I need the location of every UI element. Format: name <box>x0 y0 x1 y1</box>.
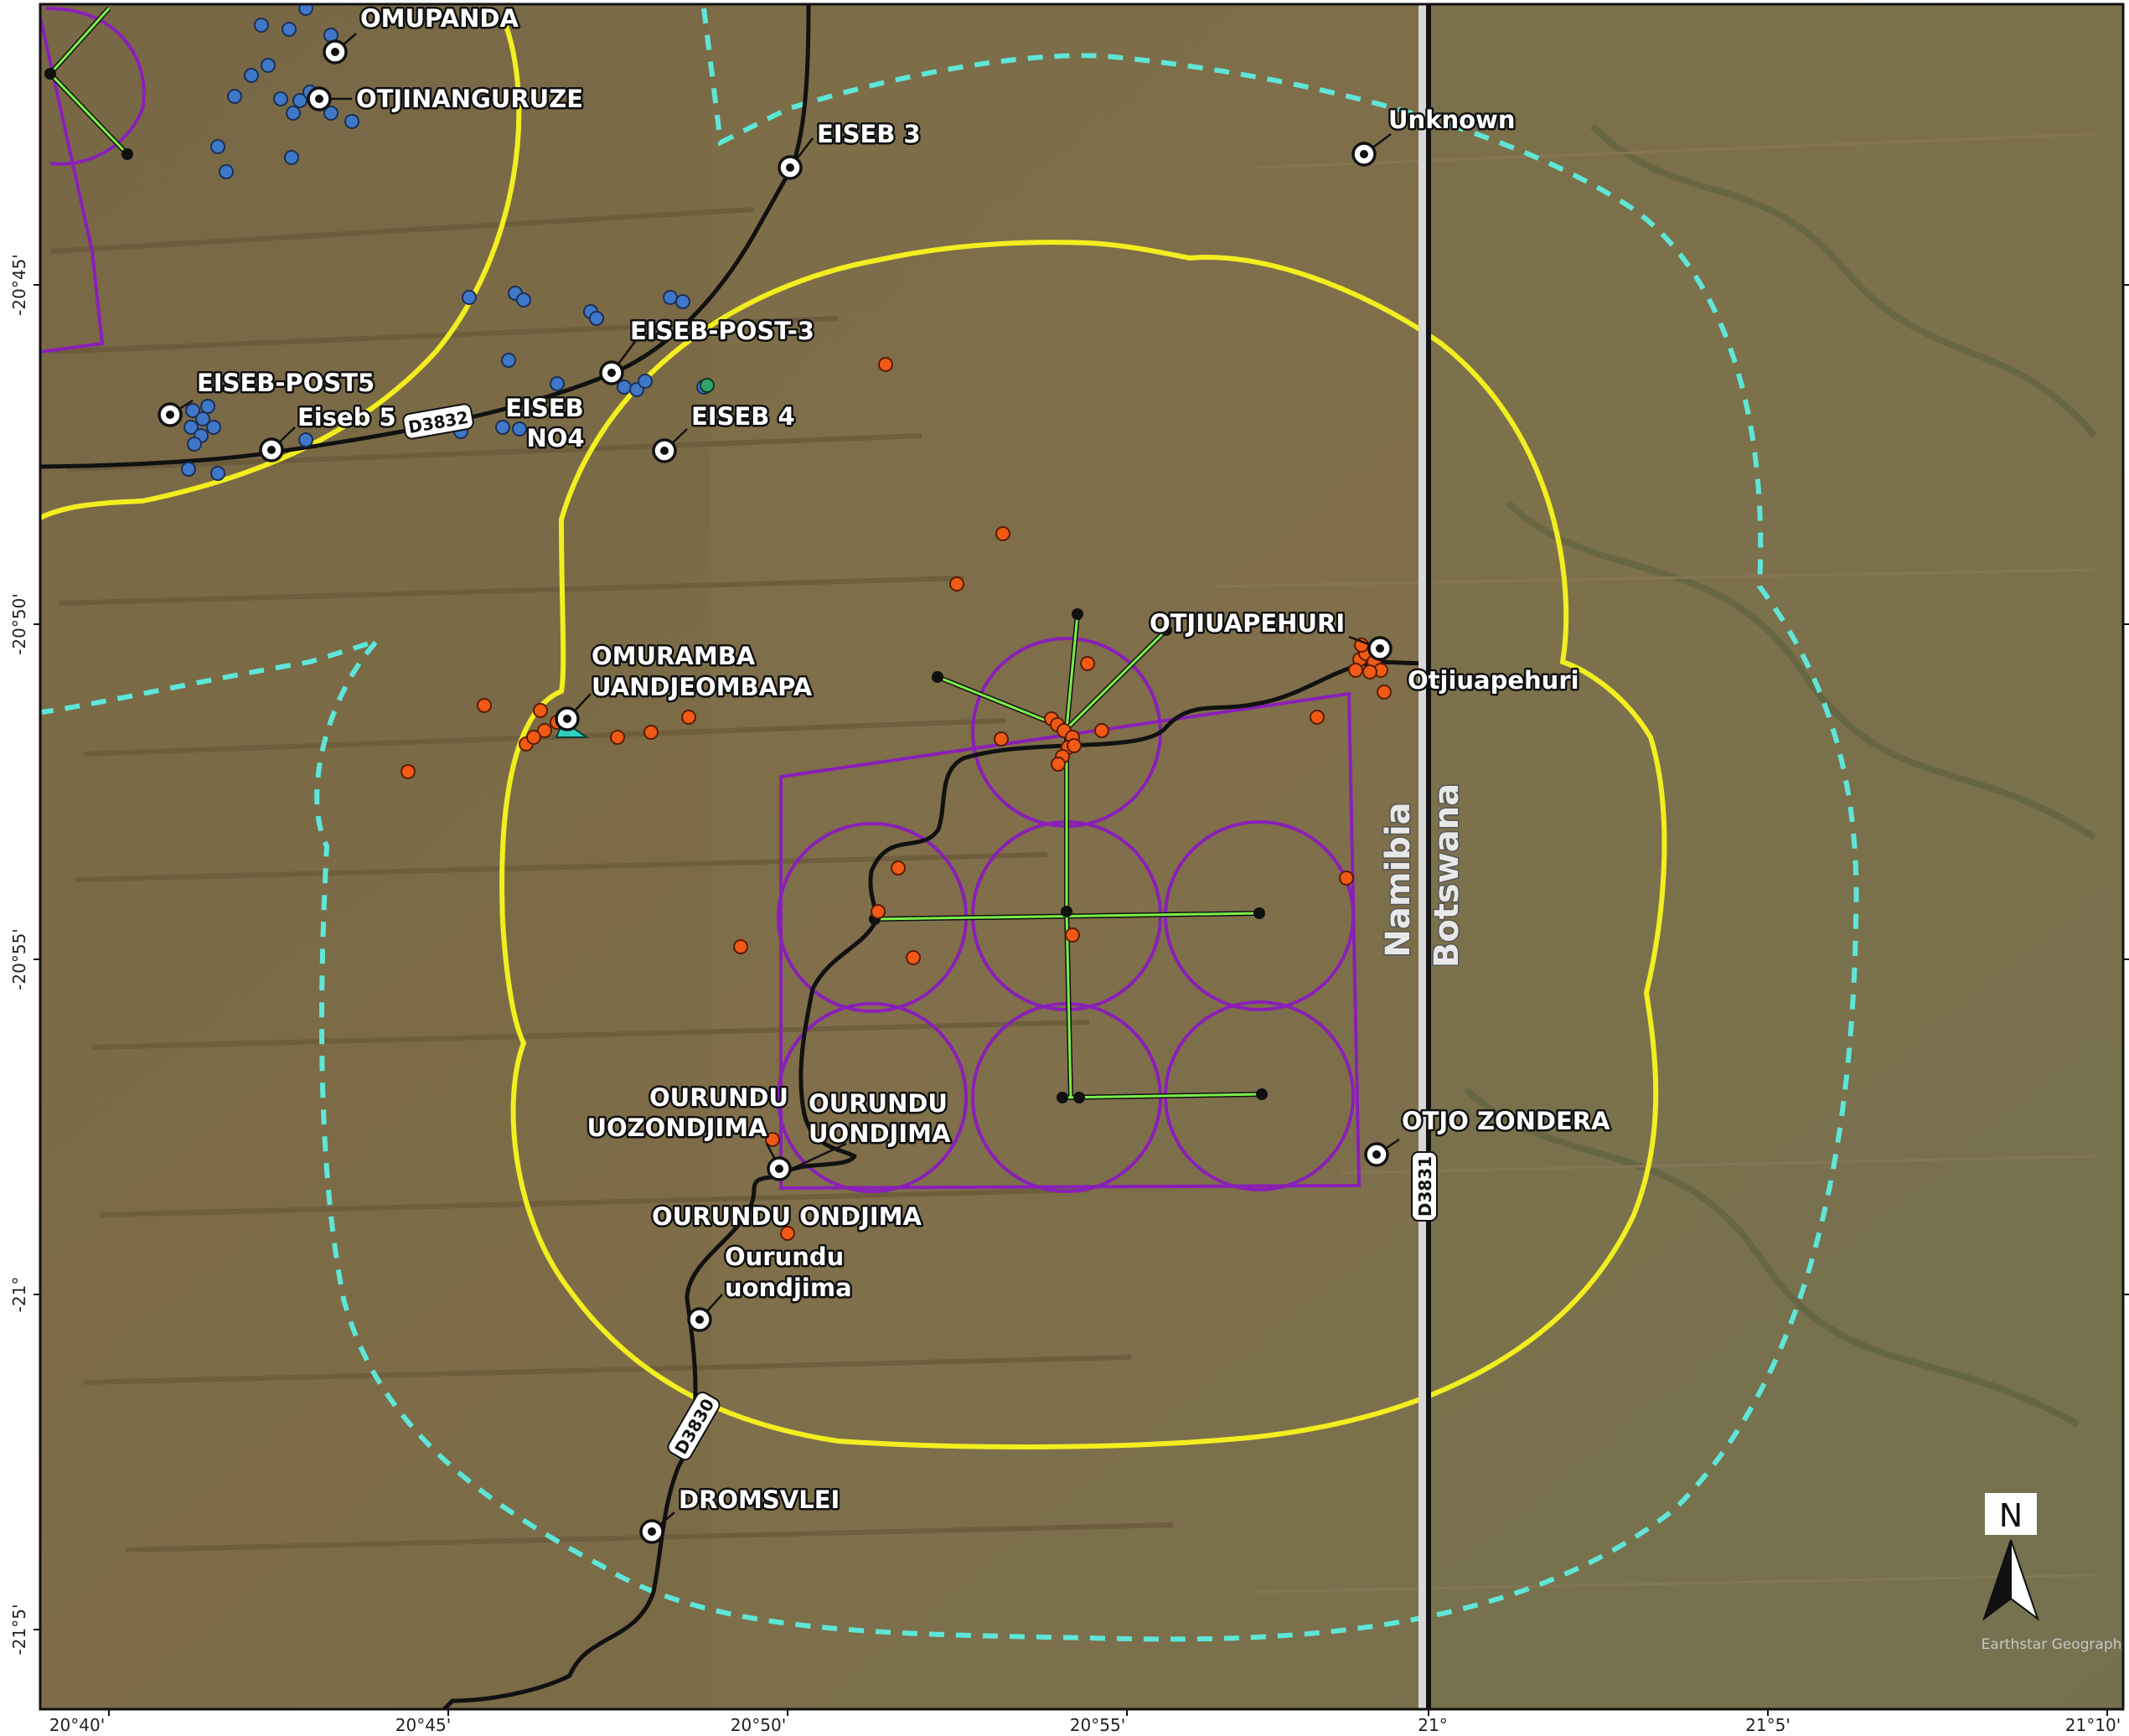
imagery-credit: Earthstar Geographics <box>1982 1636 2129 1653</box>
x-axis-labels: 20°40' 20°45' 20°50' 20°55' 21° 21°5' 21… <box>49 1715 2121 1735</box>
place-label-otjinanguruze: OTJINANGURUZE <box>356 85 583 113</box>
line-endpoints <box>44 68 1268 1103</box>
map-border <box>39 3 2125 1711</box>
x-tick-5: 21°5' <box>1745 1715 1791 1733</box>
green-point <box>700 378 715 393</box>
place-label-otjiuapehuri-upper: OTJIUAPEHURI <box>1150 609 1345 638</box>
place-label-eiseb-no4-line2: NO4 <box>526 424 584 452</box>
roads <box>40 4 1425 1709</box>
place-label-ourundu-uondjima-lower-line1: Ourundu <box>725 1243 844 1271</box>
place-label-ourundu-uozondjima-line2: UOZONDJIMA <box>587 1113 767 1142</box>
country-label-botswana: Botswana <box>1428 783 1466 968</box>
x-tick-3: 20°55' <box>1070 1715 1125 1733</box>
place-label-omuramba-line1: OMURAMBA <box>592 642 756 670</box>
imagery-background <box>40 4 2123 1709</box>
outer-buffer <box>41 8 1859 1642</box>
place-label-eiseb-post5: EISEB-POST5 <box>197 369 375 397</box>
place-label-eiseb-5: Eiseb 5 <box>297 403 396 431</box>
road-shield-d3832: D3832 <box>402 403 474 440</box>
x-tick-0: 20°40' <box>49 1715 105 1733</box>
x-tick-1: 20°45' <box>395 1715 451 1733</box>
y-tick-2: -20°55' <box>9 928 29 990</box>
y-axis-labels: -20°45' -20°50' -20°55' -21° -21°5' <box>9 254 29 1655</box>
inner-buffer-northwest <box>40 15 522 520</box>
inner-buffer-main <box>499 240 1667 1449</box>
place-label-omuramba-line2: UANDJEOMBAPA <box>592 673 813 701</box>
place-label-ourundu-uondjima-lower-line2: uondjima <box>725 1274 852 1302</box>
road-shield-d3831: D3831 <box>1411 1151 1438 1222</box>
x-tick-4: 21° <box>1418 1715 1447 1733</box>
country-label-namibia: Namibia <box>1379 802 1418 957</box>
place-label-eiseb-4: EISEB 4 <box>691 402 795 431</box>
place-label-dromsvlei: DROMSVLEI <box>679 1485 840 1514</box>
place-labels: OMUPANDA OTJINANGURUZE EISEB 3 Unknown E… <box>195 4 1613 1516</box>
place-label-eiseb-3: EISEB 3 <box>817 120 921 148</box>
north-arrow: N <box>1982 1493 2039 1621</box>
orange-points <box>400 357 1392 1241</box>
place-label-otjo-zondera: OTJO ZONDERA <box>1402 1107 1610 1135</box>
terrain-texture <box>40 4 2123 1709</box>
place-label-otjiuapehuri-lower: Otjiuapehuri <box>1408 666 1579 695</box>
place-label-omupanda: OMUPANDA <box>360 4 519 33</box>
place-label-eiseb-post-3: EISEB-POST-3 <box>630 317 814 345</box>
place-label-ourundu-uondjima-line1: OURUNDU <box>809 1089 948 1118</box>
settlement-markers <box>158 33 1400 1544</box>
y-tick-0: -20°45' <box>9 254 29 316</box>
north-arrow-letter: N <box>1999 1497 2023 1534</box>
x-tick-2: 20°50' <box>731 1715 786 1733</box>
place-label-unknown: Unknown <box>1388 106 1516 134</box>
place-label-ourundu-ondjima: OURUNDU ONDJIMA <box>652 1202 922 1231</box>
y-tick-3: -21° <box>9 1277 29 1313</box>
y-tick-1: -20°50' <box>9 593 29 655</box>
place-label-ourundu-uozondjima-line1: OURUNDU <box>649 1083 788 1112</box>
y-tick-4: -21°5' <box>9 1604 29 1656</box>
country-border <box>1418 4 1431 1709</box>
x-tick-6: 21°10' <box>2065 1715 2121 1733</box>
axis-ticks <box>34 284 2129 1716</box>
road-label-d3831: D3831 <box>1415 1156 1435 1217</box>
place-label-eiseb-no4-line1: EISEB <box>505 394 583 422</box>
place-label-ourundu-uondjima-line2: UONDJIMA <box>809 1119 951 1148</box>
grid-outline-northwest <box>40 7 146 354</box>
